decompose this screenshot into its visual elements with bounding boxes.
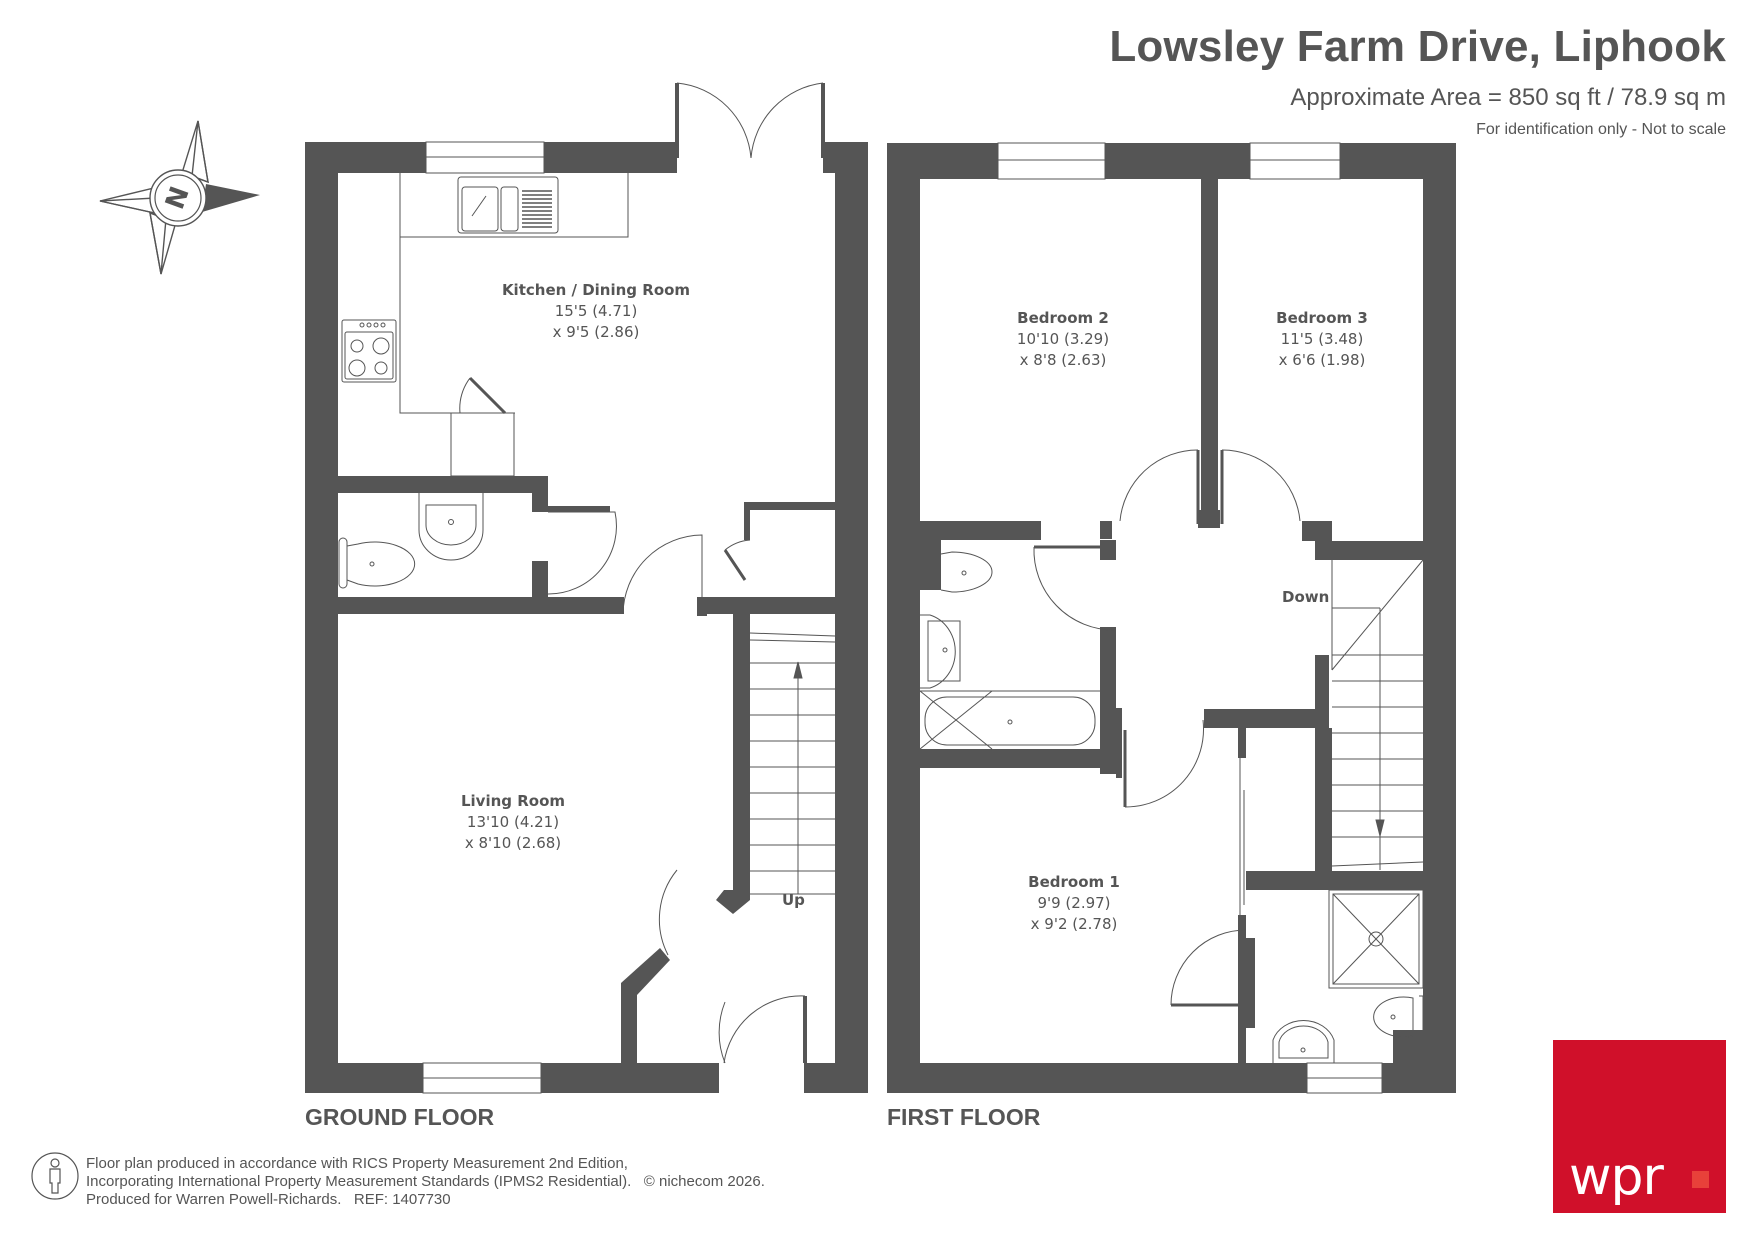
footer-line-2: Incorporating International Property Mea… xyxy=(86,1173,765,1190)
compass-north-icon: N xyxy=(99,120,260,275)
footer-line-3: Produced for Warren Powell-Richards. REF… xyxy=(86,1191,451,1208)
room-name: Kitchen / Dining Room xyxy=(501,281,691,299)
room-name: Bedroom 3 xyxy=(1276,309,1368,327)
room-bedroom-2: Bedroom 2 10'10 (3.29) x 8'8 (2.63) xyxy=(1017,308,1109,371)
room-dimension-2: x 9'5 (2.86) xyxy=(552,323,640,341)
footer-line-1: Floor plan produced in accordance with R… xyxy=(86,1155,628,1172)
logo-dot xyxy=(1692,1171,1709,1188)
approximate-area: Approximate Area = 850 sq ft / 78.9 sq m xyxy=(1290,84,1726,111)
room-name: Bedroom 2 xyxy=(1017,309,1109,327)
first-floor-label: FIRST FLOOR xyxy=(887,1104,1041,1130)
room-name: Bedroom 1 xyxy=(1028,873,1120,891)
room-dimension-1: 13'10 (4.21) xyxy=(466,813,560,831)
room-dimension-1: 11'5 (3.48) xyxy=(1280,330,1364,348)
ground-floor-label: GROUND FLOOR xyxy=(305,1104,495,1130)
room-kitchen-dining: Kitchen / Dining Room 15'5 (4.71) x 9'5 … xyxy=(502,280,690,343)
stairs-down-label: Down xyxy=(1282,588,1330,606)
room-dimension-2: x 8'10 (2.68) xyxy=(464,834,562,852)
wpr-logo: wpr xyxy=(1553,1040,1726,1213)
room-bedroom-1: Bedroom 1 9'9 (2.97) x 9'2 (2.78) xyxy=(1028,872,1120,935)
first-floor-walls xyxy=(887,143,1456,1093)
logo-text: wpr xyxy=(1569,1147,1664,1207)
footer-disclaimer: Floor plan produced in accordance with R… xyxy=(86,1155,765,1209)
scale-disclaimer: For identification only - Not to scale xyxy=(1476,121,1726,138)
room-living-room: Living Room 13'10 (4.21) x 8'10 (2.68) xyxy=(461,791,565,854)
property-title: Lowsley Farm Drive, Liphook xyxy=(1109,22,1726,71)
room-dimension-1: 9'9 (2.97) xyxy=(1037,894,1111,912)
first-floor-details xyxy=(919,142,1424,1094)
room-bedroom-3: Bedroom 3 11'5 (3.48) x 6'6 (1.98) xyxy=(1276,308,1368,371)
room-dimension-1: 10'10 (3.29) xyxy=(1016,330,1110,348)
stairs-up-label: Up xyxy=(782,891,805,909)
room-dimension-2: x 9'2 (2.78) xyxy=(1030,915,1118,933)
ground-floor-walls xyxy=(305,83,868,1093)
person-icon xyxy=(31,1152,79,1200)
room-name: Living Room xyxy=(460,792,566,810)
room-dimension-1: 15'5 (4.71) xyxy=(554,302,638,320)
room-dimension-2: x 6'6 (1.98) xyxy=(1278,351,1366,369)
room-dimension-2: x 8'8 (2.63) xyxy=(1019,351,1107,369)
ground-floor-details xyxy=(338,82,836,1094)
